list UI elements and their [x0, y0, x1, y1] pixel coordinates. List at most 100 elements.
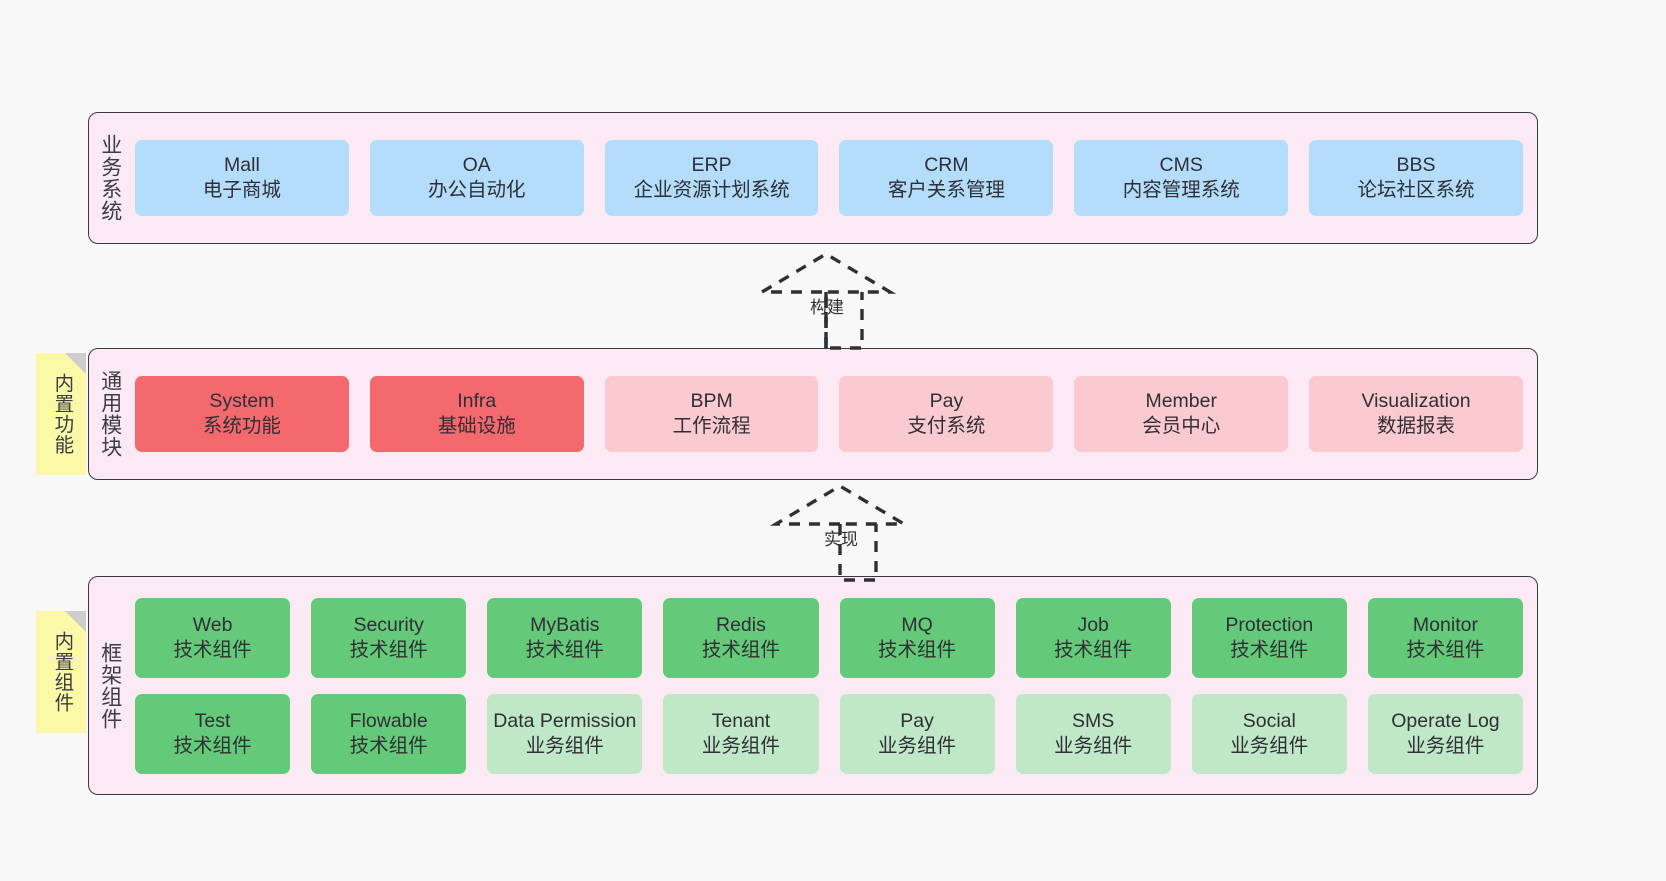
note-label: 内置组件 — [50, 631, 73, 713]
card-social[interactable]: Social 业务组件 — [1191, 693, 1347, 774]
card-title: Infra — [457, 390, 497, 413]
connector-label: 实现 — [824, 530, 858, 549]
card-crm[interactable]: CRM 客户关系管理 — [839, 140, 1054, 216]
card-bpm[interactable]: BPM 工作流程 — [604, 376, 819, 452]
card-bbs[interactable]: BBS 论坛社区系统 — [1309, 140, 1523, 216]
generalization-arrow-icon — [769, 484, 911, 582]
card-erp[interactable]: ERP 企业资源计划系统 — [604, 140, 819, 216]
card-subtitle: 工作流程 — [672, 415, 751, 437]
card-mq[interactable]: MQ 技术组件 — [839, 597, 995, 678]
card-test[interactable]: Test 技术组件 — [135, 693, 291, 774]
card-subtitle: 系统功能 — [202, 415, 281, 437]
card-title: MyBatis — [530, 613, 600, 636]
connector-build: 构建 — [742, 252, 942, 350]
card-subtitle: 技术组件 — [1406, 638, 1485, 661]
card-subtitle: 技术组件 — [1230, 638, 1309, 661]
card-member[interactable]: Member 会员中心 — [1074, 376, 1289, 452]
connector-implement: 实现 — [756, 484, 956, 582]
card-title: Tenant — [711, 709, 771, 732]
card-mybatis[interactable]: MyBatis 技术组件 — [487, 597, 643, 678]
card-title: BBS — [1396, 154, 1436, 177]
card-subtitle: 技术组件 — [349, 638, 428, 661]
card-monitor[interactable]: Monitor 技术组件 — [1367, 597, 1523, 678]
card-title: ERP — [691, 154, 732, 177]
note-builtin-features: 内置功能 — [36, 353, 86, 475]
card-security[interactable]: Security 技术组件 — [311, 597, 467, 678]
card-operate-log[interactable]: Operate Log 业务组件 — [1367, 693, 1523, 774]
card-job[interactable]: Job 技术组件 — [1015, 597, 1171, 678]
card-title: Pay — [900, 709, 934, 732]
card-subtitle: 技术组件 — [173, 734, 252, 757]
card-title: Protection — [1225, 613, 1314, 636]
card-system[interactable]: System 系统功能 — [135, 376, 349, 452]
connector-label: 构建 — [810, 298, 844, 317]
card-subtitle: 技术组件 — [525, 638, 604, 661]
card-title: Data Permission — [493, 709, 637, 732]
card-subtitle: 业务组件 — [878, 734, 957, 757]
card-title: Member — [1145, 390, 1217, 413]
layer-body-common-modules: System 系统功能 Infra 基础设施 BPM 工作流程 Pay 支付系统… — [131, 349, 1537, 479]
card-web[interactable]: Web 技术组件 — [135, 597, 291, 678]
card-redis[interactable]: Redis 技术组件 — [663, 597, 819, 678]
card-title: Redis — [716, 613, 766, 636]
card-row: Web 技术组件 Security 技术组件 MyBatis 技术组件 Redi… — [135, 597, 1523, 678]
layer-business-system: 业务系统 Mall 电子商城 OA 办公自动化 ERP 企业资源计划系统 CRM… — [88, 112, 1538, 244]
card-row: Test 技术组件 Flowable 技术组件 Data Permission … — [135, 693, 1523, 774]
layer-common-modules: 通用模块 System 系统功能 Infra 基础设施 BPM 工作流程 Pay… — [88, 348, 1538, 480]
card-subtitle: 支付系统 — [907, 415, 986, 437]
layer-body-framework-components: Web 技术组件 Security 技术组件 MyBatis 技术组件 Redi… — [131, 577, 1537, 794]
card-subtitle: 业务组件 — [1406, 734, 1485, 757]
card-title: Flowable — [349, 709, 428, 732]
card-title: Visualization — [1361, 390, 1471, 413]
card-row: System 系统功能 Infra 基础设施 BPM 工作流程 Pay 支付系统… — [135, 376, 1523, 452]
card-title: SMS — [1072, 709, 1115, 732]
card-mall[interactable]: Mall 电子商城 — [135, 140, 349, 216]
card-title: CMS — [1159, 154, 1203, 177]
layer-title-framework-components: 框架组件 — [98, 641, 122, 730]
card-pay-business[interactable]: Pay 业务组件 — [839, 693, 995, 774]
layer-title-business-system: 业务系统 — [98, 134, 122, 222]
card-title: Test — [194, 709, 231, 732]
card-subtitle: 业务组件 — [1054, 734, 1133, 757]
note-label: 内置功能 — [50, 373, 73, 455]
card-subtitle: 会员中心 — [1142, 415, 1221, 437]
card-subtitle: 内容管理系统 — [1122, 179, 1240, 201]
card-pay[interactable]: Pay 支付系统 — [839, 376, 1054, 452]
card-sms[interactable]: SMS 业务组件 — [1015, 693, 1171, 774]
card-title: Pay — [929, 390, 964, 413]
layer-framework-components: 框架组件 Web 技术组件 Security 技术组件 MyBatis 技术组件… — [88, 576, 1538, 795]
card-title: Social — [1242, 709, 1296, 732]
card-subtitle: 客户关系管理 — [887, 179, 1005, 201]
layer-body-business-system: Mall 电子商城 OA 办公自动化 ERP 企业资源计划系统 CRM 客户关系… — [131, 113, 1537, 243]
card-flowable[interactable]: Flowable 技术组件 — [311, 693, 467, 774]
card-subtitle: 数据报表 — [1377, 415, 1456, 437]
card-subtitle: 基础设施 — [437, 415, 516, 437]
card-title: CRM — [924, 154, 969, 177]
card-title: Mall — [224, 154, 260, 177]
card-title: System — [209, 390, 275, 413]
card-title: Web — [192, 613, 233, 636]
card-infra[interactable]: Infra 基础设施 — [369, 376, 584, 452]
card-visualization[interactable]: Visualization 数据报表 — [1309, 376, 1523, 452]
card-subtitle: 技术组件 — [1054, 638, 1133, 661]
card-subtitle: 技术组件 — [878, 638, 957, 661]
card-subtitle: 业务组件 — [525, 734, 604, 757]
card-subtitle: 技术组件 — [349, 734, 428, 757]
card-title: MQ — [901, 613, 933, 636]
card-subtitle: 办公自动化 — [427, 179, 526, 201]
card-title: BPM — [690, 390, 733, 413]
card-data-permission[interactable]: Data Permission 业务组件 — [487, 693, 643, 774]
card-subtitle: 电子商城 — [202, 179, 281, 201]
card-title: OA — [462, 154, 491, 177]
card-title: Monitor — [1412, 613, 1478, 636]
card-tenant[interactable]: Tenant 业务组件 — [663, 693, 819, 774]
card-subtitle: 业务组件 — [1230, 734, 1309, 757]
card-subtitle: 技术组件 — [173, 638, 252, 661]
card-subtitle: 技术组件 — [701, 638, 780, 661]
card-oa[interactable]: OA 办公自动化 — [369, 140, 584, 216]
card-title: Job — [1077, 613, 1109, 636]
card-protection[interactable]: Protection 技术组件 — [1191, 597, 1347, 678]
card-title: Operate Log — [1391, 709, 1500, 732]
card-title: Security — [353, 613, 424, 636]
card-cms[interactable]: CMS 内容管理系统 — [1074, 140, 1289, 216]
